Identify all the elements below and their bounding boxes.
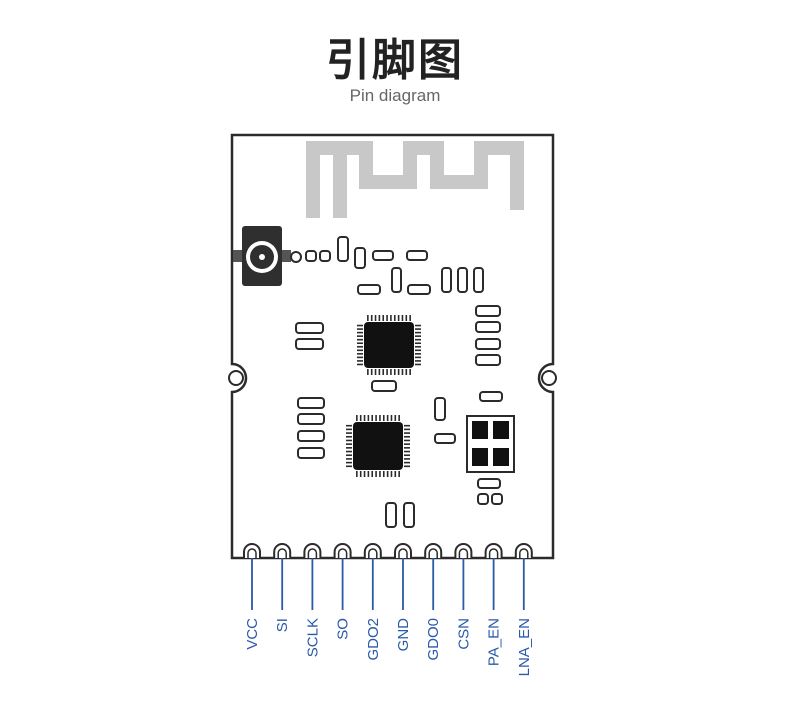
pin-label: VCC [244, 618, 261, 650]
pin-sclk: SCLK [303, 543, 322, 657]
pin-label: SO [335, 618, 352, 640]
pin-vcc: VCC [243, 543, 261, 650]
passive-components [290, 236, 503, 528]
pin-label: SCLK [304, 618, 321, 657]
ufl-connector [233, 226, 291, 286]
pin-lna-en: LNA_EN [514, 543, 533, 676]
page-title: 引脚图 [326, 35, 464, 86]
pin-header: VCC SI SCLK SO GDO2 GND GDO0 CSN PA_EN LNA_EN [243, 543, 533, 676]
pin-so: SO [333, 543, 352, 640]
pin-gdo0: GDO0 [424, 543, 442, 661]
pin-csn: CSN [454, 543, 473, 650]
pin-label: GDO2 [365, 618, 382, 661]
pin-pa-en: PA_EN [484, 543, 503, 666]
mount-hole-left [228, 370, 244, 386]
pin-gnd: GND [394, 543, 412, 652]
pin-label: SI [274, 618, 291, 632]
ic-chip-lower [346, 415, 410, 477]
pcb-antenna [306, 141, 524, 218]
pin-label: CSN [455, 618, 472, 650]
pin-si: SI [273, 543, 291, 632]
pin-gdo2: GDO2 [363, 543, 382, 661]
ic-chip-upper [357, 315, 421, 375]
page-subtitle: Pin diagram [349, 86, 441, 105]
pin-label: LNA_EN [516, 618, 533, 676]
pin-label: GDO0 [425, 618, 442, 661]
pin-label: PA_EN [486, 618, 503, 666]
mount-hole-right [541, 370, 557, 386]
crystal-oscillator [466, 415, 515, 473]
pin-label: GND [395, 618, 412, 652]
